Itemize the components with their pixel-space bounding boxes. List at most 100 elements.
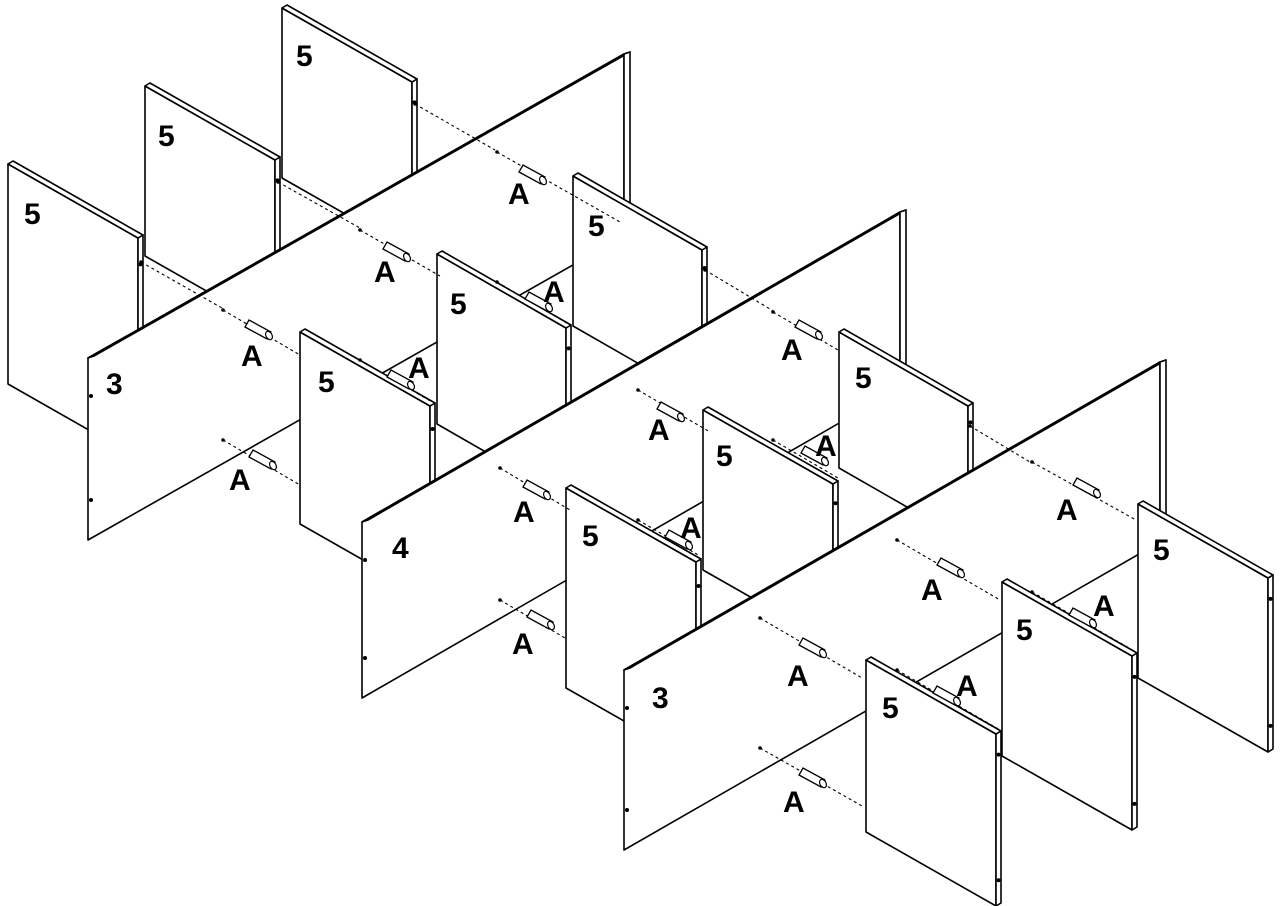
panel-label-5: 5 [716, 440, 733, 473]
guide-start-dot [358, 358, 362, 362]
guide-start-dot [358, 228, 362, 232]
panel-label-5: 5 [296, 40, 313, 73]
divider-top-edge [838, 328, 974, 407]
dowel-hole [1132, 801, 1137, 806]
guide-start-dot [758, 616, 762, 620]
dowel-end [814, 330, 824, 341]
insertion-guide [896, 539, 1001, 601]
divider-panel-3 [281, 4, 418, 253]
dowel-label-a: A [1056, 494, 1078, 527]
dowel-a [1072, 477, 1102, 499]
insertion-guide [359, 359, 433, 403]
dowel-body [382, 241, 410, 262]
dowel-a [522, 479, 552, 501]
divider-panel-11 [1001, 578, 1138, 831]
guide-start-dot [221, 438, 225, 442]
dowel-a [382, 241, 412, 263]
guide-start-dot [498, 598, 502, 602]
divider-top-edge [144, 82, 281, 161]
dowel-body [386, 369, 414, 390]
divider-top-edge [702, 406, 839, 485]
insertion-guide [759, 747, 863, 807]
panels-layer [7, 4, 1274, 906]
dowel-label-a: A [241, 340, 263, 373]
divider-panel-2 [144, 82, 281, 331]
insertion-guide [637, 389, 711, 433]
dowel-end [684, 540, 694, 551]
dowel-end [676, 412, 686, 423]
dowel-hole [363, 656, 367, 660]
dowel-end [268, 460, 278, 471]
dowel-a [664, 529, 694, 551]
dowel-hole [89, 498, 93, 502]
guide-start-dot [636, 388, 640, 392]
guide-start-dot [1030, 590, 1034, 594]
dowel-end [406, 380, 416, 391]
dowel-label-a: A [1093, 590, 1115, 623]
dowel-body [800, 445, 828, 466]
dowel-a [800, 445, 830, 467]
dowel-a [248, 449, 278, 471]
divider-top-edge [299, 328, 436, 407]
divider-top-edge [565, 484, 702, 563]
dowel-body [798, 637, 826, 658]
dowel-hole [968, 420, 973, 425]
dowel-label-a: A [374, 256, 396, 289]
dowel-hole [430, 427, 435, 432]
divider-top-edge [1001, 578, 1138, 657]
dowel-body [524, 291, 552, 312]
panel-label-3: 3 [106, 368, 123, 401]
guide-start-dot [758, 746, 762, 750]
panel-label-5: 5 [1016, 614, 1033, 647]
guide-start-dot [636, 518, 640, 522]
dowel-label-a: A [781, 334, 803, 367]
panel-label-5: 5 [158, 120, 175, 153]
dowel-label-a: A [508, 178, 530, 211]
panel-label-5: 5 [1153, 534, 1170, 567]
dowel-body [932, 685, 960, 706]
dowel-body [664, 529, 692, 550]
guide-start-dot [139, 260, 143, 264]
dowel-label-a: A [783, 786, 805, 819]
guide-start-dot [703, 268, 707, 272]
dowel-end [546, 620, 556, 631]
dowel-label-a: A [921, 574, 943, 607]
insertion-guide [1031, 461, 1137, 521]
guide-start-dot [968, 424, 972, 428]
dowel-body [1072, 477, 1100, 498]
insertion-guide [896, 669, 1001, 731]
divider-top-edge [1137, 500, 1274, 579]
dowel-body [248, 449, 276, 470]
dowel-a [518, 164, 548, 186]
insertion-guide [759, 617, 863, 679]
dowel-a [1068, 607, 1098, 629]
dowel-a [798, 637, 828, 659]
dowel-body [526, 609, 554, 630]
dowel-end [544, 302, 554, 313]
dowel-end [402, 252, 412, 263]
dowel-hole [1268, 596, 1273, 601]
dowel-label-a: A [229, 464, 251, 497]
dowel-label-a: A [408, 352, 430, 385]
panel-label-4: 4 [392, 532, 409, 565]
dowel-a [798, 767, 828, 789]
guide-start-dot [498, 466, 502, 470]
guide-start-dot [895, 538, 899, 542]
dowel-hole [833, 501, 838, 506]
rail-panel-3 [623, 359, 1167, 851]
guide-start-dot [771, 438, 775, 442]
divider-top-edge [281, 4, 418, 83]
dowel-body [798, 767, 826, 788]
dowel-end [264, 330, 274, 341]
guide-start-dot [1030, 460, 1034, 464]
dowel-body [1068, 607, 1096, 628]
panel-label-5: 5 [582, 520, 599, 553]
dowel-label-a: A [787, 660, 809, 693]
dowel-hole [696, 584, 701, 588]
dowel-label-a: A [815, 430, 837, 463]
divider-top-edge [572, 172, 708, 251]
dowel-hole [566, 346, 571, 351]
guide-start-dot [413, 102, 417, 106]
dowel-end [818, 778, 828, 789]
